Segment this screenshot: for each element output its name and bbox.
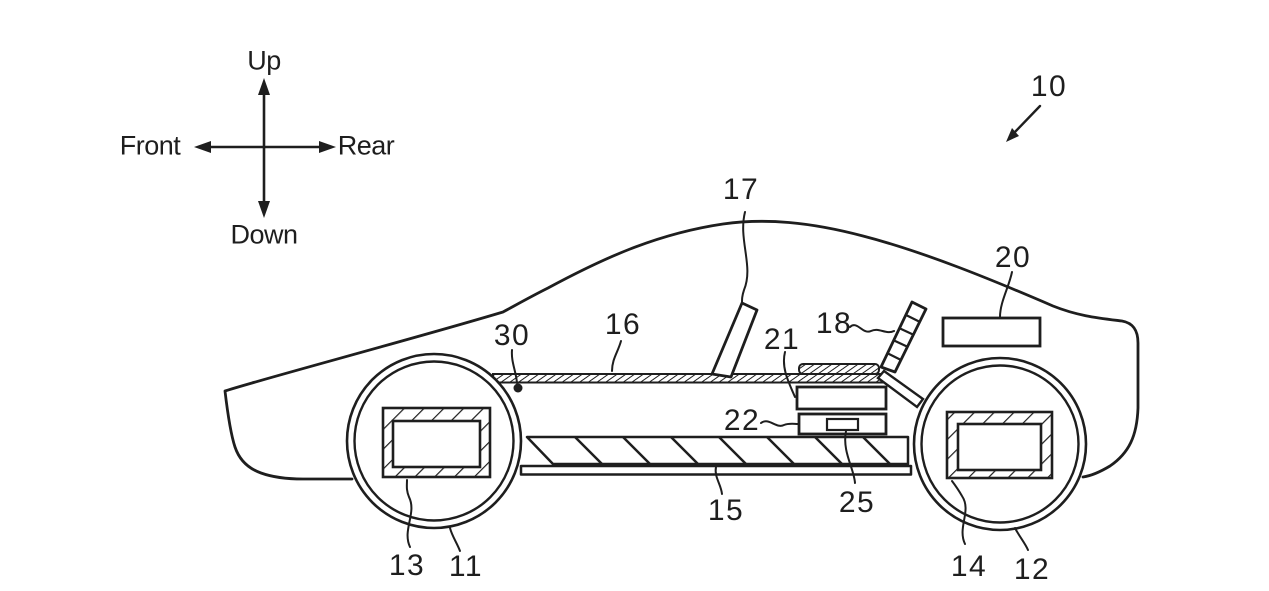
leader-21 xyxy=(783,351,796,398)
compass-label-rear: Rear xyxy=(337,130,395,161)
ref-label-21: 21 xyxy=(763,323,801,356)
ref-label-15: 15 xyxy=(707,494,745,527)
ref-label-16: 16 xyxy=(604,308,642,341)
leader-30 xyxy=(510,349,518,384)
floor-panel-hatch xyxy=(574,436,891,465)
leader-22 xyxy=(760,420,799,427)
leader-15 xyxy=(714,466,723,495)
leader-11 xyxy=(449,527,461,552)
ref-label-14: 14 xyxy=(950,550,988,583)
compass-label-down: Down xyxy=(230,219,298,250)
compass-label-front: Front xyxy=(119,130,181,161)
leader-18 xyxy=(849,324,895,334)
leader-12 xyxy=(1014,527,1029,551)
component-box-25 xyxy=(825,417,860,432)
compass-down-arrowhead-icon xyxy=(258,201,270,218)
car-body-outline xyxy=(223,219,1140,481)
reference-dot-30 xyxy=(513,383,523,393)
ref-label-17: 17 xyxy=(722,173,760,206)
ref-label-22: 22 xyxy=(723,404,761,437)
ref-label-25: 25 xyxy=(838,486,876,519)
rear-deck-step xyxy=(798,363,880,375)
rear-parcel-box xyxy=(941,316,1042,348)
compass-front-arrowhead-icon xyxy=(194,141,211,153)
deck-panel xyxy=(492,363,925,409)
leader-17 xyxy=(741,211,749,304)
leader-16 xyxy=(611,340,622,372)
compass-rear-arrowhead-icon xyxy=(319,141,336,153)
rear-wheel-motor xyxy=(945,410,1054,480)
ref-label-12: 12 xyxy=(1013,553,1051,586)
ref-label-11: 11 xyxy=(448,550,484,583)
front-wheel-motor xyxy=(381,406,492,479)
leader-25 xyxy=(844,430,856,484)
leader-20 xyxy=(999,271,1013,318)
leader-14 xyxy=(951,480,967,545)
pointer-arrow-10 xyxy=(1006,104,1042,142)
rear-deck-ramp xyxy=(876,369,925,409)
compass-cross-arrows-icon xyxy=(194,78,336,218)
ref-label-10: 10 xyxy=(1030,70,1068,103)
ref-label-30: 30 xyxy=(493,319,531,352)
ref-label-13: 13 xyxy=(388,549,426,582)
component-unit xyxy=(795,385,888,436)
compass-up-arrowhead-icon xyxy=(258,78,270,95)
rear-seat xyxy=(879,300,928,374)
leader-lines xyxy=(405,211,1029,552)
ref-label-20: 20 xyxy=(994,241,1032,274)
compass-label-up: Up xyxy=(247,45,281,76)
leader-13 xyxy=(405,479,413,548)
component-box-21 xyxy=(795,385,888,411)
front-seat xyxy=(710,301,759,379)
ref-label-18: 18 xyxy=(815,307,853,340)
